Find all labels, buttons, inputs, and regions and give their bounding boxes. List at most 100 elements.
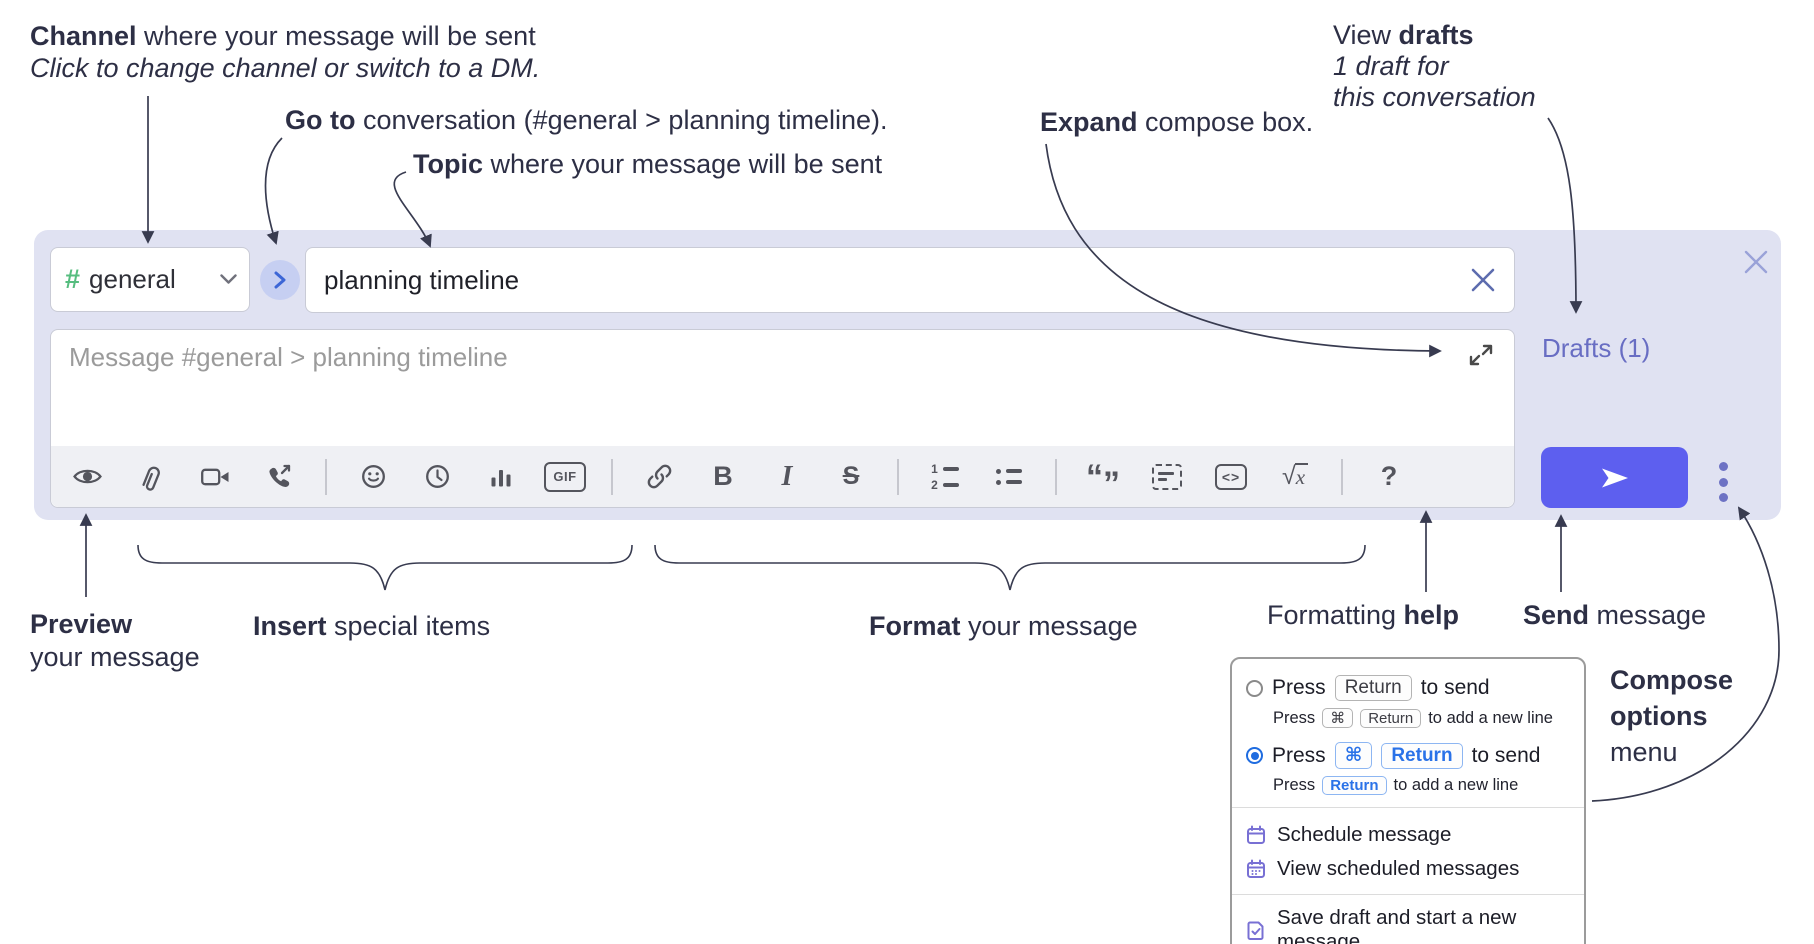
strikethrough-icon: S [842, 462, 860, 490]
close-icon [1744, 250, 1768, 274]
message-input[interactable]: Message #general > planning timeline [50, 329, 1515, 508]
calendar-icon [1247, 825, 1265, 844]
audio-call-button[interactable] [247, 446, 311, 507]
compose-box: # general planning timeline Message #gen… [34, 230, 1781, 520]
gif-button[interactable]: GIF [533, 446, 597, 507]
menu-item-view-scheduled-messages[interactable]: View scheduled messages [1246, 852, 1570, 886]
gif-icon: GIF [544, 461, 586, 492]
smiley-icon [361, 465, 385, 488]
radio-selected-icon[interactable] [1246, 747, 1263, 764]
chevron-right-icon [274, 271, 286, 289]
toolbar-divider [597, 446, 627, 507]
code-icon: <> [1215, 463, 1247, 490]
goto-arrow [264, 137, 283, 245]
cmd-keycap: ⌘ [1322, 708, 1354, 728]
bold-button[interactable]: B [691, 446, 755, 507]
numbered-list-icon: 1 2 [931, 463, 959, 491]
expand-compose-button[interactable] [1468, 342, 1494, 368]
italic-button[interactable]: I [755, 446, 819, 507]
send-shortcut-option-return[interactable]: Press Return to send [1246, 675, 1570, 701]
menu-divider [1232, 807, 1584, 808]
spoiler-button[interactable] [1135, 446, 1199, 507]
numbered-list-button[interactable]: 1 2 [913, 446, 977, 507]
compose-toolbar: GIF B I S [51, 446, 1514, 507]
insert-brace [137, 544, 633, 591]
channel-select[interactable]: # general [50, 247, 250, 312]
toolbar-divider [311, 446, 341, 507]
bold-icon: B [713, 461, 733, 491]
question-mark-icon: ? [1380, 461, 1398, 491]
italic-icon: I [781, 460, 793, 492]
math-button[interactable]: √x [1263, 446, 1327, 507]
send-button[interactable] [1541, 447, 1688, 508]
goto-conversation-button[interactable] [260, 260, 300, 300]
format-brace [654, 544, 1366, 591]
radio-unselected-icon[interactable] [1246, 679, 1263, 697]
preview-annotation: Preview your message [30, 609, 200, 672]
math-icon: √x [1282, 462, 1309, 491]
calendar-grid-icon [1247, 859, 1265, 878]
formatting-help-annotation: Formatting help [1267, 600, 1460, 630]
code-button[interactable]: <> [1199, 446, 1263, 507]
compose-options-annotation: Compose options menu [1610, 665, 1734, 767]
channel-hash-icon: # [65, 264, 81, 294]
drafts-annotation: View drafts 1 draft for this conversatio… [1333, 20, 1536, 112]
link-icon [647, 464, 671, 489]
bar-chart-icon [491, 469, 511, 486]
drafts-link[interactable]: Drafts (1) [1542, 333, 1651, 363]
cmd-keycap: ⌘ [1334, 742, 1373, 769]
poll-button[interactable] [469, 446, 533, 507]
expand-icon [1469, 344, 1493, 366]
topic-input[interactable]: planning timeline [305, 247, 1515, 313]
menu-divider [1232, 894, 1584, 895]
paperclip-icon [142, 466, 160, 491]
message-placeholder: Message #general > planning timeline [69, 342, 508, 372]
emoji-button[interactable] [341, 446, 405, 507]
expand-annotation: Expand compose box. [1040, 107, 1314, 137]
clear-topic-icon[interactable] [1470, 267, 1496, 293]
attach-file-button[interactable] [119, 446, 183, 507]
insert-link-button[interactable] [627, 446, 691, 507]
channel-name: general [89, 264, 176, 294]
format-annotation: Format your message [869, 611, 1138, 641]
phone-call-icon [268, 464, 290, 487]
topic-value: planning timeline [324, 264, 520, 295]
toolbar-divider [1041, 446, 1071, 507]
return-keycap: Return [1334, 675, 1412, 701]
ellipsis-icon [1719, 462, 1728, 471]
channel-annotation-italic: Click to change channel or switch to a D… [30, 53, 541, 83]
send-shortcut-option-cmd-return-sub: Press Return to add a new line [1273, 776, 1519, 795]
compose-options-menu: Press Return to send Press ⌘ Return to a… [1230, 657, 1586, 944]
compose-options-button[interactable] [1715, 458, 1732, 506]
clock-icon [425, 465, 449, 488]
preview-button[interactable] [55, 446, 119, 507]
strikethrough-button[interactable]: S [819, 446, 883, 507]
goto-annotation: Go to conversation (#general > planning … [285, 105, 888, 135]
channel-annotation-bold: Channel [30, 21, 137, 51]
video-call-button[interactable] [183, 446, 247, 507]
channel-annotation-rest: where your message will be sent [136, 21, 536, 51]
return-keycap: Return [1360, 708, 1422, 728]
menu-item-schedule-message[interactable]: Schedule message [1246, 818, 1570, 852]
return-keycap: Return [1381, 742, 1463, 769]
toolbar-divider [883, 446, 913, 507]
quote-button[interactable]: “” [1071, 446, 1135, 507]
send-shortcut-option-return-sub: Press ⌘ Return to add a new line [1273, 708, 1553, 728]
paper-plane-icon [1601, 468, 1628, 487]
channel-annotation: Channel where your message will be sent … [30, 20, 540, 84]
send-shortcut-option-cmd-return[interactable]: Press ⌘ Return to send [1246, 742, 1570, 769]
eye-icon [72, 469, 102, 484]
quote-icon: “” [1086, 457, 1120, 503]
bulleted-list-button[interactable] [977, 446, 1041, 507]
close-compose-button[interactable] [1740, 246, 1772, 278]
insert-annotation: Insert special items [253, 611, 491, 641]
return-keycap: Return [1322, 776, 1387, 795]
formatting-help-button[interactable]: ? [1357, 446, 1421, 507]
bulleted-list-icon [996, 468, 1022, 485]
video-camera-icon [200, 468, 228, 485]
chevron-down-icon [220, 274, 237, 284]
document-check-icon [1247, 921, 1264, 940]
schedule-time-button[interactable] [405, 446, 469, 507]
menu-item-save-draft-new-message[interactable]: Save draft and start a new message [1246, 901, 1570, 944]
